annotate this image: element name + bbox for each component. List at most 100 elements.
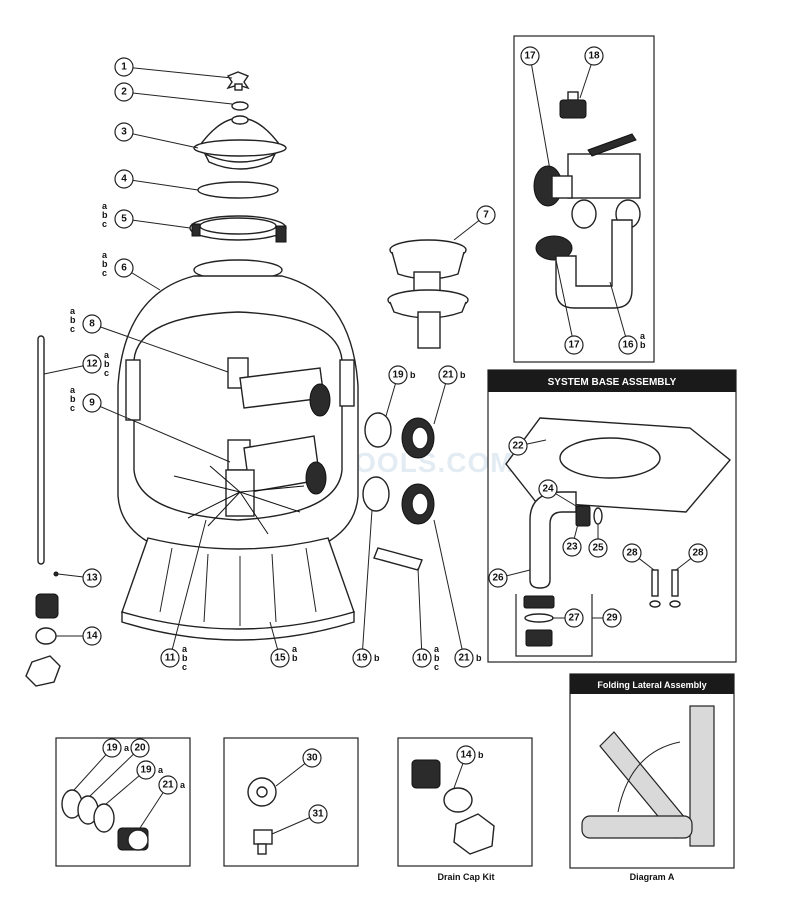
- callout-circle: [476, 205, 496, 225]
- callout-suffix-letter: b: [182, 653, 188, 663]
- callout-circle: [520, 46, 540, 66]
- callout-number: 29: [606, 613, 618, 624]
- part-21b-upper-union: [401, 417, 435, 459]
- callout-c21a: 21: [158, 775, 178, 795]
- callout-circle: [352, 648, 372, 668]
- callout-leader-c16: [609, 281, 629, 346]
- callout-number: 24: [542, 484, 554, 495]
- folding-lateral-header-bar: [570, 674, 734, 694]
- callout-c21b2: 21: [454, 648, 474, 668]
- system-base-title: SYSTEM BASE ASSEMBLY: [548, 377, 677, 388]
- callout-c20: 20: [130, 738, 150, 758]
- part-7-diffuser: [387, 239, 469, 349]
- callout-circle: [588, 538, 608, 558]
- callout-number: 19: [140, 765, 152, 776]
- callout-leader-c21b2: [433, 519, 465, 659]
- callout-c26: 26: [488, 568, 508, 588]
- callout-suffix-letter: a: [180, 780, 186, 790]
- part-22-base-plate: [505, 417, 731, 513]
- callout-circle: [114, 258, 134, 278]
- union-kit-o-ring-2: [93, 803, 115, 833]
- callout-c19a2: 19: [136, 760, 156, 780]
- callout-circle: [564, 608, 584, 628]
- part-31-air-relief: [253, 829, 273, 855]
- lateral-folded: [581, 815, 693, 839]
- callout-circle: [114, 57, 134, 77]
- callout-number: 28: [626, 548, 638, 559]
- callout-circle: [102, 738, 122, 758]
- callout-circle: [562, 537, 582, 557]
- callout-circle: [114, 209, 134, 229]
- part-14-drain-o-ring: [35, 627, 57, 645]
- callout-number: 21: [442, 370, 454, 381]
- part-21b-lower-union: [401, 483, 435, 525]
- callout-number: 10: [416, 653, 428, 664]
- callout-c19b2: 19: [352, 648, 372, 668]
- callout-c1: 1: [114, 57, 134, 77]
- part-4-lid-o-ring: [197, 181, 279, 199]
- callout-leader-c1: [123, 66, 233, 79]
- callout-number: 31: [312, 809, 324, 820]
- callout-c15: 15: [270, 648, 290, 668]
- callout-c19b1: 19: [388, 365, 408, 385]
- callout-c5: 5: [114, 209, 134, 229]
- callout-c17a: 17: [520, 46, 540, 66]
- callout-leader-c10: [417, 567, 423, 659]
- callout-circle: [114, 169, 134, 189]
- callout-circle: [82, 314, 102, 334]
- callout-suffix-letter: c: [434, 662, 439, 672]
- callout-suffix-letter: b: [70, 394, 76, 404]
- callout-c24: 24: [538, 479, 558, 499]
- callout-suffix-letter: c: [104, 368, 109, 378]
- callout-c16: 16: [618, 335, 638, 355]
- callout-suffix-letter: b: [640, 340, 646, 350]
- union-kit-panel: [55, 737, 191, 867]
- callout-circle: [454, 648, 474, 668]
- drain-cap-kit-o-ring: [443, 787, 473, 813]
- part-28-base-screws: [649, 569, 681, 608]
- callout-circle: [602, 608, 622, 628]
- callout-circle: [388, 365, 408, 385]
- callout-number: 1: [121, 62, 127, 73]
- callout-suffix-letter: b: [102, 259, 108, 269]
- callout-leader-c19b2: [361, 509, 373, 659]
- callout-circle: [622, 543, 642, 563]
- callout-number: 17: [524, 51, 536, 62]
- callout-number: 26: [492, 573, 504, 584]
- multiport-valve-body: [533, 133, 641, 229]
- union-kit-bracket: [515, 594, 593, 657]
- drain-cap-kit-plug: [411, 759, 441, 789]
- callout-circle: [564, 335, 584, 355]
- callout-number: 11: [165, 653, 176, 664]
- callout-suffix-letter: c: [102, 219, 107, 229]
- part-10-bulkhead-fitting: [373, 547, 423, 571]
- callout-suffix-letter: a: [158, 765, 164, 775]
- drain-cap-kit-cap: [453, 813, 495, 855]
- drain-cap-kit-panel: [397, 737, 533, 867]
- callout-number: 21: [162, 780, 174, 791]
- callout-c9: 9: [82, 393, 102, 413]
- fold-arrow: [617, 741, 681, 813]
- callout-number: 9: [89, 398, 95, 409]
- callout-circle: [302, 748, 322, 768]
- callout-c28a: 28: [622, 543, 642, 563]
- callout-c30: 30: [302, 748, 322, 768]
- callout-number: 30: [306, 753, 318, 764]
- callout-circle: [114, 122, 134, 142]
- callout-suffix-letter: b: [374, 653, 380, 663]
- callout-number: 2: [121, 87, 127, 98]
- part-15-tank-base: [121, 537, 355, 641]
- callout-circle: [82, 354, 102, 374]
- callout-number: 21: [458, 653, 470, 664]
- callout-layer: 12345abc6abc78abc9abc10abc11abc12abc1314…: [43, 46, 708, 835]
- callout-suffix-letter: c: [70, 403, 75, 413]
- callout-c27: 27: [564, 608, 584, 628]
- gauge-kit-panel: [223, 737, 359, 867]
- callout-leader-c11: [169, 519, 207, 659]
- part-25-elbow-o-ring: [593, 507, 603, 525]
- callout-suffix-letter: b: [476, 653, 482, 663]
- folding-lateral-title: Folding Lateral Assembly: [597, 680, 706, 690]
- callout-c10: 10: [412, 648, 432, 668]
- callout-number: 27: [568, 613, 580, 624]
- callout-suffix-letter: a: [104, 350, 110, 360]
